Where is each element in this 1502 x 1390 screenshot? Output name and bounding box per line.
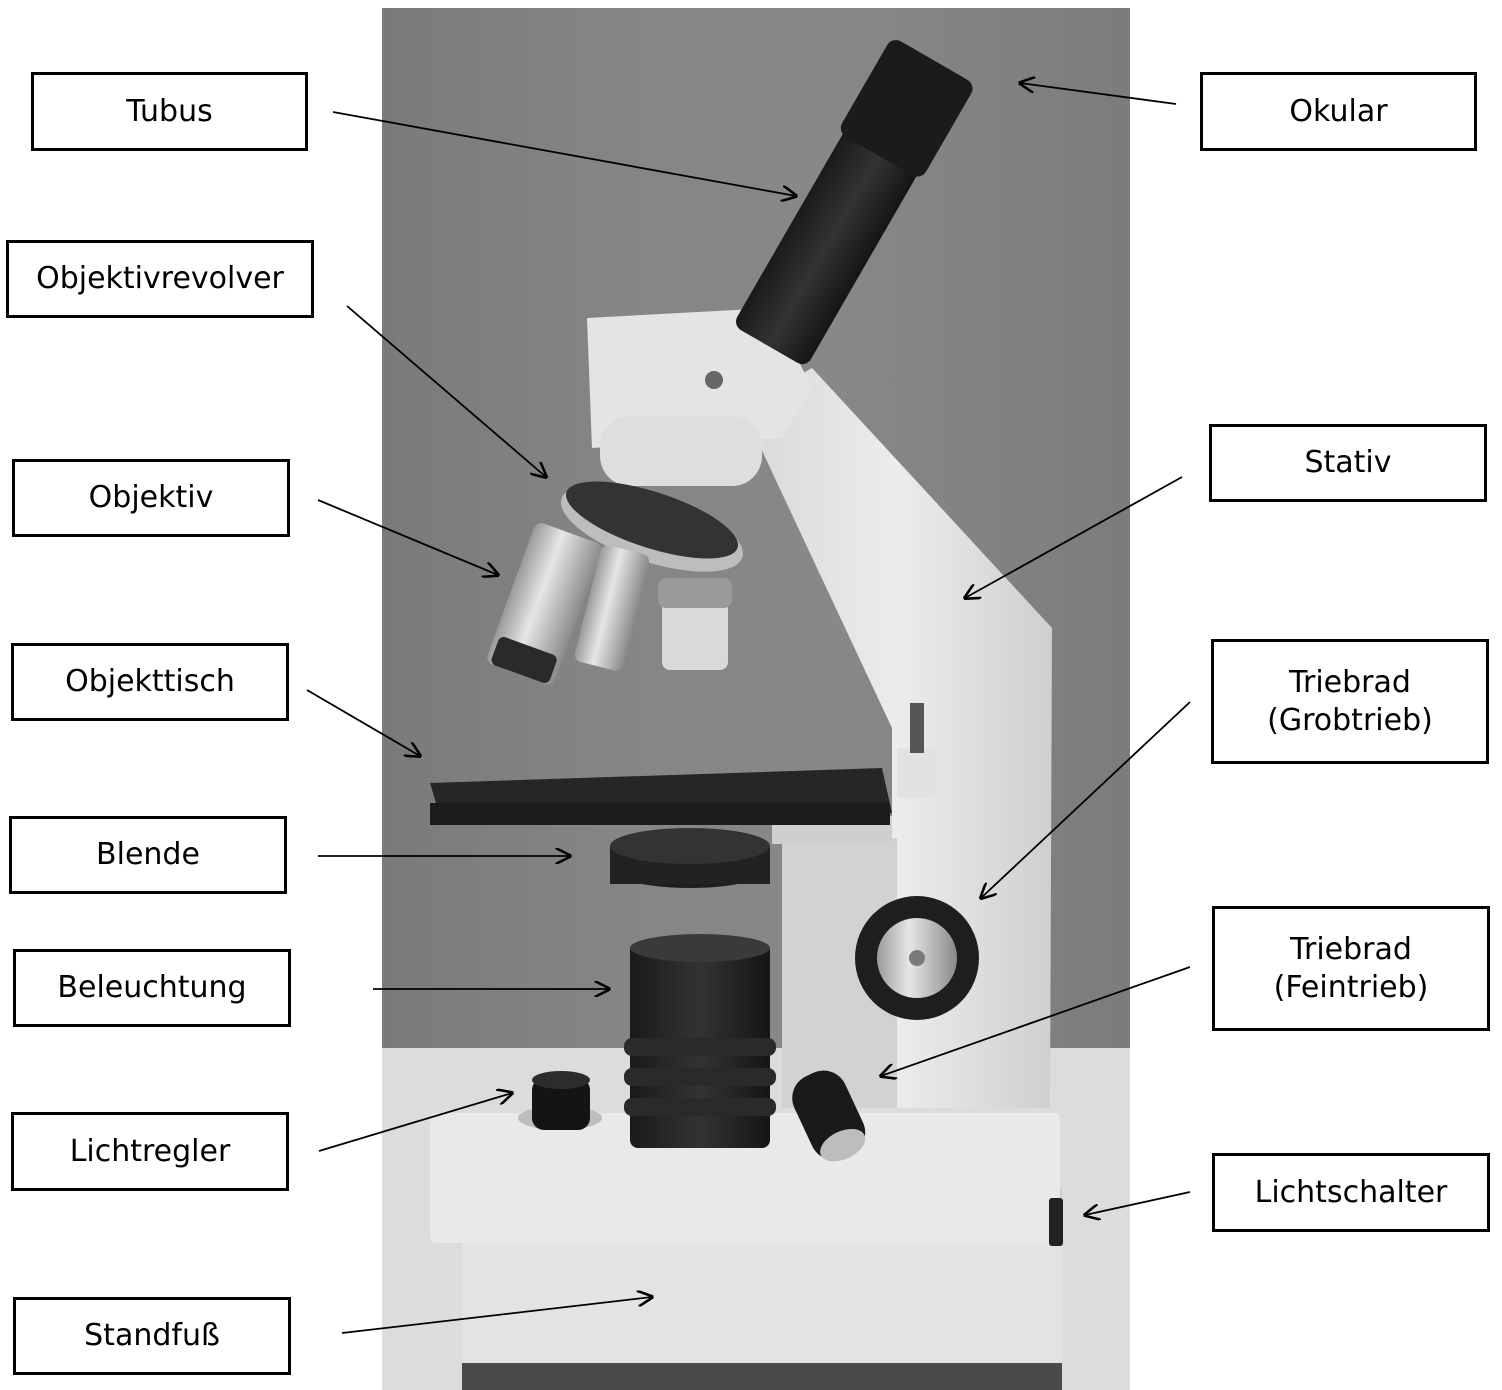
eyepiece-tube [727,36,976,370]
label-objektivrevolver: Objektivrevolver [6,240,314,318]
label-objekttisch: Objekttisch [11,643,289,721]
label-objektiv: Objektiv [12,459,290,537]
label-lichtschalter: Lichtschalter [1212,1153,1490,1232]
label-triebrad-feintrieb: Triebrad (Feintrieb) [1212,906,1490,1031]
label-tubus: Tubus [31,72,308,151]
label-triebrad-grobtrieb: Triebrad (Grobtrieb) [1211,639,1489,764]
label-beleuchtung: Beleuchtung [13,949,291,1027]
label-lichtregler: Lichtregler [11,1112,289,1191]
microscope-drawing [382,8,1130,1390]
light-switch [1049,1198,1063,1246]
label-okular: Okular [1200,72,1477,151]
microscope-photo [382,8,1130,1390]
label-blende: Blende [9,816,287,894]
label-stativ: Stativ [1209,424,1487,502]
label-standfuss: Standfuß [13,1297,291,1375]
